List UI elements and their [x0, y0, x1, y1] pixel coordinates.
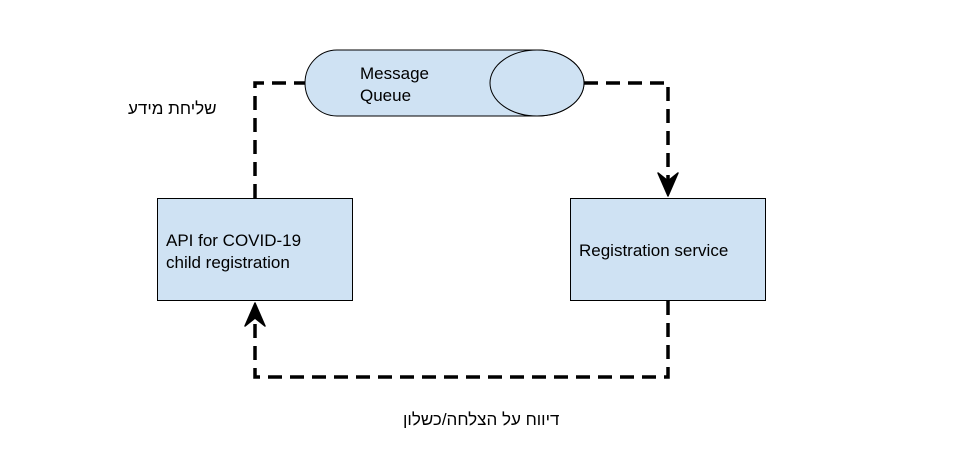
connector-queue-to-service — [584, 81, 670, 185]
api-node — [157, 198, 353, 301]
registration-service-label: Registration service — [579, 241, 729, 260]
api-label-line2: child registration — [166, 253, 290, 272]
report-status-label: דיווח על הצלחה/כשלון — [403, 410, 560, 429]
queue-label-line2: Queue — [360, 86, 412, 105]
queue-label: Message Queue — [360, 63, 429, 107]
api-label-line1: API for COVID-19 — [166, 231, 302, 250]
queue-label-line1: Message — [360, 64, 429, 83]
arrowhead-into-api — [244, 302, 266, 327]
arrowhead-into-service — [657, 172, 679, 197]
connector-api-to-queue — [253, 81, 305, 198]
registration-service-node — [570, 198, 766, 301]
send-data-label: שליחת מידע — [128, 99, 217, 118]
connector-service-to-api — [253, 301, 670, 379]
api-label: API for COVID-19 child registration — [166, 230, 301, 274]
message-queue-node — [304, 49, 585, 117]
